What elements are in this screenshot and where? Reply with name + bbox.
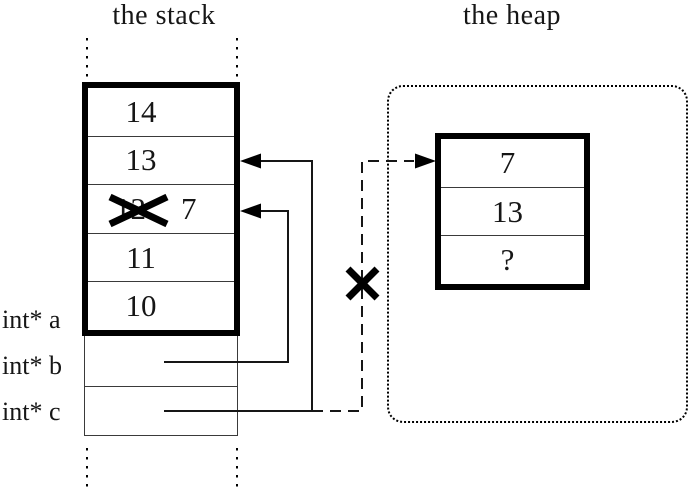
invalid-pointer-x-icon <box>345 266 380 301</box>
crossed-out-old-value: 12 <box>115 190 146 226</box>
pointer-label-b: int* b <box>2 351 62 380</box>
pointer-b-arrowhead-icon <box>240 203 261 219</box>
pointer-c-arrowhead-icon <box>240 153 261 169</box>
heap-cell: 13 <box>441 186 584 236</box>
updated-new-value: 7 <box>181 190 197 226</box>
heap-cell: 7 <box>441 139 584 187</box>
heap-cell-value: 7 <box>499 144 516 180</box>
pointer-slot-divider <box>85 386 237 387</box>
heap-title: the heap <box>462 0 562 31</box>
stack-title: the stack <box>112 0 216 31</box>
stack-cell: 10 <box>88 281 234 330</box>
stack-guide-top-left <box>86 38 88 81</box>
stack-guide-bottom-left <box>86 448 88 489</box>
heap-cell-value: 13 <box>492 193 523 229</box>
stack-cell-value: 13 <box>125 142 157 178</box>
stack-frame-box: 14 13 12 7 11 10 <box>82 82 240 336</box>
stack-cell-value: 11 <box>126 239 156 275</box>
stack-guide-bottom-right <box>236 448 238 489</box>
stack-cell: 11 <box>88 232 234 282</box>
stack-guide-top-right <box>236 38 238 81</box>
heap-cell: ? <box>441 235 584 284</box>
stack-cell: 13 <box>88 135 234 185</box>
stack-cell: 14 <box>88 88 234 136</box>
heap-cell-value: ? <box>500 242 515 278</box>
heap-box: 7 13 ? <box>435 133 590 290</box>
stack-cell-value: 10 <box>125 288 157 324</box>
stack-cell-value: 14 <box>125 93 157 129</box>
stack-pointer-slots <box>84 336 238 436</box>
pointer-label-c: int* c <box>2 397 61 426</box>
stack-cell-overwritten: 12 7 <box>88 184 234 233</box>
pointer-label-a: int* a <box>2 305 61 334</box>
